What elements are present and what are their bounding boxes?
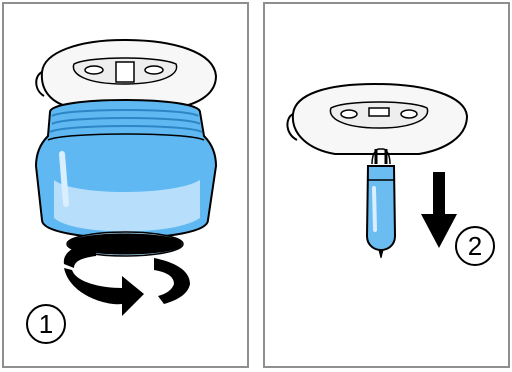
- glass-cover: [34, 99, 218, 257]
- halogen-bulb: [365, 148, 397, 259]
- step-number-1: 1: [26, 304, 66, 344]
- down-arrow-icon: [421, 172, 457, 248]
- remove-halogen-bulb-illustration: [286, 82, 469, 259]
- lamp-socket: [286, 82, 469, 155]
- rotate-arrow-icon: [63, 233, 190, 316]
- unscrew-lamp-cover-illustration: [34, 38, 218, 316]
- step-number-2: 2: [455, 226, 495, 266]
- lamp-socket: [35, 38, 218, 109]
- step-1-panel: 1: [2, 2, 249, 368]
- step-2-panel: 2: [263, 2, 510, 368]
